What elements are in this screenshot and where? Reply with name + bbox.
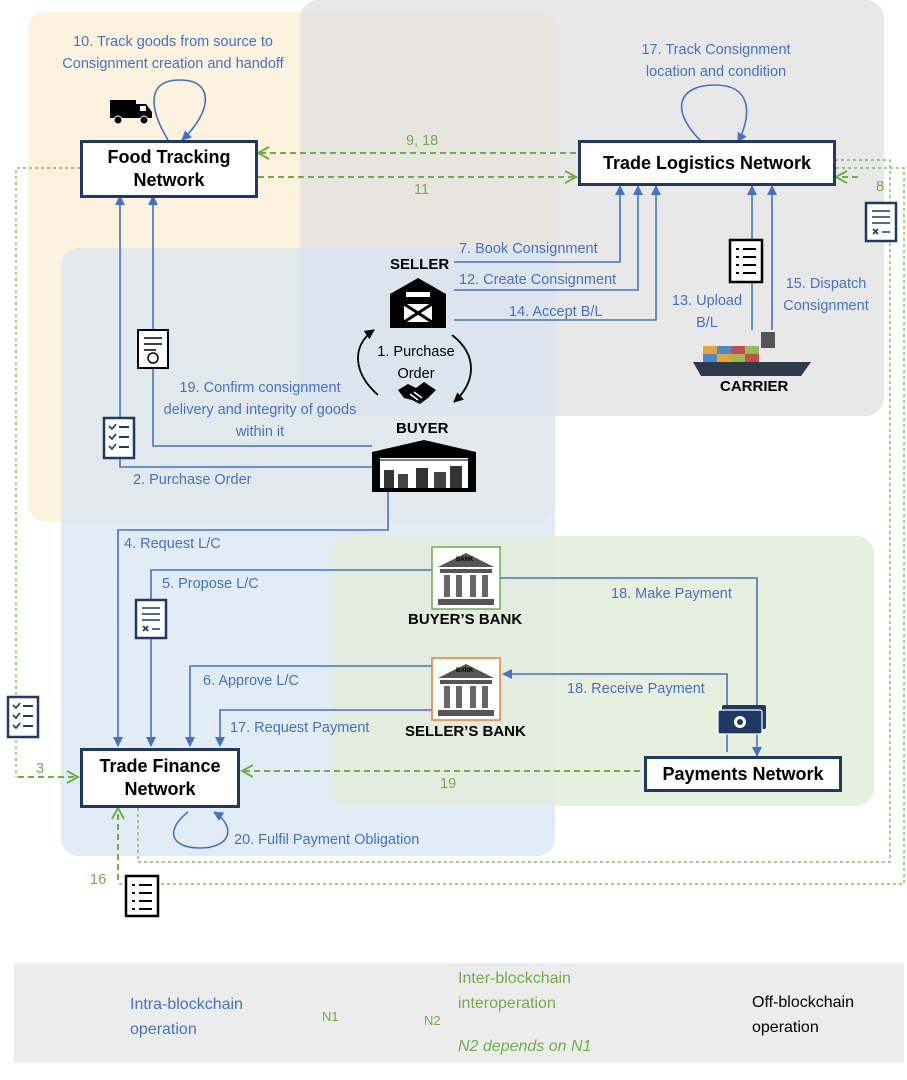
arrow-18a [500,577,762,757]
buyers-bank-sign: BANK [456,557,474,563]
carrier-label: CARRIER [720,378,789,395]
buyers-bank-label: BUYER’S BANK [408,611,523,628]
money-icon [717,705,766,735]
buyer-label: BUYER [396,420,449,437]
certificate-icon [137,329,169,369]
list-document-icon [728,238,764,284]
food-tracking-network-box: Food Tracking Network [80,140,258,198]
food-tracking-network-label: Food Tracking Network [107,147,231,190]
barn-icon [390,278,446,328]
step-19-confirm-label: 19. Confirm consignment delivery and int… [163,380,357,440]
arrow-19-blue [148,195,372,447]
step-12-label: 12. Create Consignment [459,272,617,288]
step-4-label: 4. Request L/C [124,536,221,552]
sellers-bank-label: SELLER’S BANK [405,723,526,740]
legend-inter-label: Inter-blockchain interoperation [458,970,571,1012]
step-2-label: 2. Purchase Order [133,472,252,488]
loop-10 [153,79,207,141]
legend-intra-label: Intra-blockchain operation [130,996,243,1038]
inter-19-label: 19 [440,776,457,792]
loop-17a [680,84,748,143]
arrow-17b [215,709,432,747]
step-13-label: 13. Upload B/L [671,293,743,331]
handshake-icon [398,382,436,404]
legend-dependency-label: N2 depends on N1 [458,1038,592,1055]
step-1-label: 1. Purchase Order [377,344,455,382]
po-arrow-right [451,334,472,403]
po-arrow-left [357,329,379,396]
payments-network-label: Payments Network [662,763,824,784]
loop-20 [172,811,229,849]
arrow-12 [454,185,643,291]
inter-3-label: 3 [36,761,45,777]
step-6-label: 6. Approve L/C [203,673,299,689]
sellers-bank-icon [431,657,501,721]
step-17-request-label: 17. Request Payment [230,720,370,736]
arrow-2 [115,195,372,468]
step-18-receive-label: 18. Receive Payment [567,681,705,697]
arrow-5 [146,569,432,747]
legend-off-label: Off-blockchain operation [752,994,854,1036]
legend-n1-label: N1 [322,1009,339,1024]
ship-icon [693,332,811,376]
legend-n2-label: N2 [424,1013,441,1028]
list-document-icon [124,874,160,918]
arrow-7 [454,185,625,263]
inter-9-18-label: 9, 18 [406,133,439,149]
warehouse-icon [372,440,476,492]
step-5-label: 5. Propose L/C [162,576,259,592]
trade-logistics-network-box: Trade Logistics Network [578,140,836,186]
step-7-label: 7. Book Consignment [459,241,598,257]
truck-icon [110,100,152,125]
trade-finance-network-label: Trade Finance Network [99,756,221,799]
seller-label: SELLER [390,256,450,273]
step-18-make-label: 18. Make Payment [611,586,732,602]
inter-16-label: 16 [90,872,107,888]
inter-8-label: 8 [876,179,885,195]
buyers-bank-icon [431,546,501,610]
arrow-4 [113,492,389,747]
step-15-label: 15. Dispatch Consignment [783,276,869,314]
sellers-bank-sign: BANK [456,668,474,674]
inter-3-path [15,167,80,777]
lc-document-icon [864,201,898,243]
inter-11-label: 11 [414,182,430,198]
trade-logistics-network-label: Trade Logistics Network [602,152,812,173]
trade-finance-network-box: Trade Finance Network [80,748,240,808]
inter-8-path [137,159,891,863]
checklist-icon [102,416,136,460]
step-20-label: 20. Fulfil Payment Obligation [234,832,420,848]
step-14-label: 14. Accept B/L [509,304,603,320]
arrow-14 [454,185,661,321]
checklist-icon [6,695,40,739]
arrow-6 [185,665,432,747]
payments-network-box: Payments Network [644,756,842,792]
inter-16-path [118,167,905,885]
lc-document-icon [134,598,168,640]
step-17-track-label: 17. Track Consignment location and condi… [641,42,791,80]
legend [14,963,904,1063]
step-10-label: 10. Track goods from source to Consignme… [62,34,284,72]
